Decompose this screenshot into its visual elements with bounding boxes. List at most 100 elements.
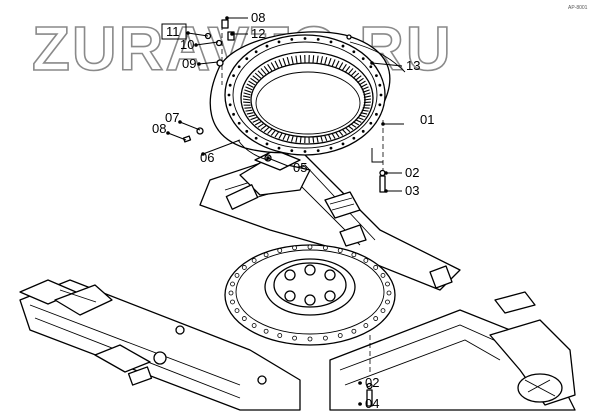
seat-bolt-hole <box>292 335 297 341</box>
ring-bolt-hole <box>378 83 382 87</box>
seat-bolt-hole <box>373 316 379 321</box>
callout-leader-c07 <box>179 121 201 131</box>
gear-tooth <box>316 55 319 64</box>
seat-bolt-hole <box>277 333 283 338</box>
gear-tooth <box>312 136 315 143</box>
callout-dot-c08a <box>166 131 170 135</box>
callout-dot-c02a <box>384 171 388 175</box>
callout-label-c05: 05 <box>293 160 307 175</box>
gear-tooth <box>358 114 366 118</box>
ring-bolt-hole <box>375 112 378 116</box>
seat-bolt-hole <box>234 272 240 278</box>
callout-leader-c06 <box>202 139 241 155</box>
gear-tooth <box>360 112 368 115</box>
gear-tooth <box>344 65 351 73</box>
ring-bolt-hole <box>361 129 365 133</box>
seat-bolt-hole <box>363 258 369 263</box>
gear-tooth <box>260 125 267 131</box>
seat-bolt-hole <box>351 328 357 334</box>
callout-label-c11: 11 <box>166 24 180 39</box>
gear-tooth <box>360 83 368 88</box>
gear-tooth <box>267 64 273 72</box>
gear-tooth <box>363 98 372 101</box>
ring-bolt-hole <box>303 37 307 40</box>
gear-tooth <box>320 135 324 142</box>
ring-bolt-hole <box>290 149 294 153</box>
gear-tooth <box>246 83 254 88</box>
gear-tooth <box>352 121 360 126</box>
gear-tooth <box>350 70 357 77</box>
seat-bolt-hole <box>263 328 269 334</box>
ring-bolt-hole <box>352 136 356 140</box>
gear-tooth <box>338 130 344 136</box>
ring-bolt-hole <box>329 40 333 44</box>
ring-bolt-hole <box>329 146 333 150</box>
callout-label-c01: 01 <box>420 112 434 127</box>
ring-bolt-hole <box>379 93 383 97</box>
gear-tooth <box>299 55 302 64</box>
seat-bolt-hole <box>241 265 247 270</box>
gear-tooth <box>341 64 347 72</box>
ring-bolt-hole <box>303 150 307 153</box>
callout-leader-c11 <box>187 32 209 37</box>
ring-bolt-hole <box>237 121 241 125</box>
callout-leader-c09 <box>198 61 219 65</box>
gear-tooth <box>245 86 253 91</box>
ring-bolt-hole <box>245 57 249 61</box>
gear-tooth <box>347 68 354 75</box>
gear-tooth <box>252 119 259 123</box>
small-parts <box>182 19 406 407</box>
callout-dot-c06 <box>201 152 205 156</box>
callout-label-c07: 07 <box>165 110 179 125</box>
seat-bolt-hole <box>230 299 235 305</box>
callout-label-c10: 10 <box>180 37 194 52</box>
callout-dot-c11 <box>186 31 190 35</box>
ring-bolt-hole <box>265 142 269 146</box>
ring-bolt-hole <box>341 44 345 48</box>
ring-bolt-hole <box>237 65 241 69</box>
callout-label-c02a: 02 <box>405 165 419 180</box>
lower-bearing-seat <box>224 244 396 346</box>
gear-tooth <box>254 72 262 79</box>
callout-label-c13: 13 <box>406 58 420 73</box>
gear-tooth <box>282 134 287 141</box>
seat-bolt-hole <box>373 265 379 270</box>
ring-bolt-hole <box>316 149 320 153</box>
gear-tooth <box>363 92 371 96</box>
gear-tooth <box>263 65 270 73</box>
gear-tooth <box>357 116 364 121</box>
gear-tooth <box>243 95 251 98</box>
gear-tooth <box>290 135 294 142</box>
seat-bolt-hole <box>277 248 283 253</box>
ring-bolt-hole <box>232 112 235 116</box>
gear-tooth <box>248 80 256 86</box>
gear-tooth <box>260 68 267 75</box>
callout-leader-c05 <box>267 157 289 167</box>
gear-tooth <box>242 98 251 101</box>
gear-tooth <box>250 116 257 121</box>
gear-tooth <box>312 55 315 64</box>
gear-tooth <box>355 119 362 123</box>
gear-tooth <box>250 77 257 84</box>
callout-label-c09: 09 <box>182 56 196 71</box>
callout-dot-c13 <box>370 61 374 65</box>
gear-tooth <box>327 58 332 66</box>
callout-label-c08b: 08 <box>251 10 265 25</box>
gear-tooth <box>331 59 336 67</box>
gear-tooth <box>324 134 328 142</box>
gear-tooth <box>335 60 340 69</box>
gear-tooth <box>278 59 283 67</box>
seat-bolt-hole <box>337 248 343 253</box>
ring-bolt-hole <box>341 142 345 146</box>
seat-bolt-hole <box>337 333 343 338</box>
gear-tooth <box>341 128 347 135</box>
seat-bolt-hole <box>251 258 257 263</box>
gear-tooth <box>243 101 251 104</box>
gear-tooth <box>244 89 252 93</box>
callout-dot-c01 <box>381 122 385 126</box>
callout-dot-c03 <box>384 189 388 193</box>
ring-bolt-hole <box>232 74 235 78</box>
seat-bolt-hole <box>230 281 235 287</box>
ring-bolt-hole <box>375 74 378 78</box>
